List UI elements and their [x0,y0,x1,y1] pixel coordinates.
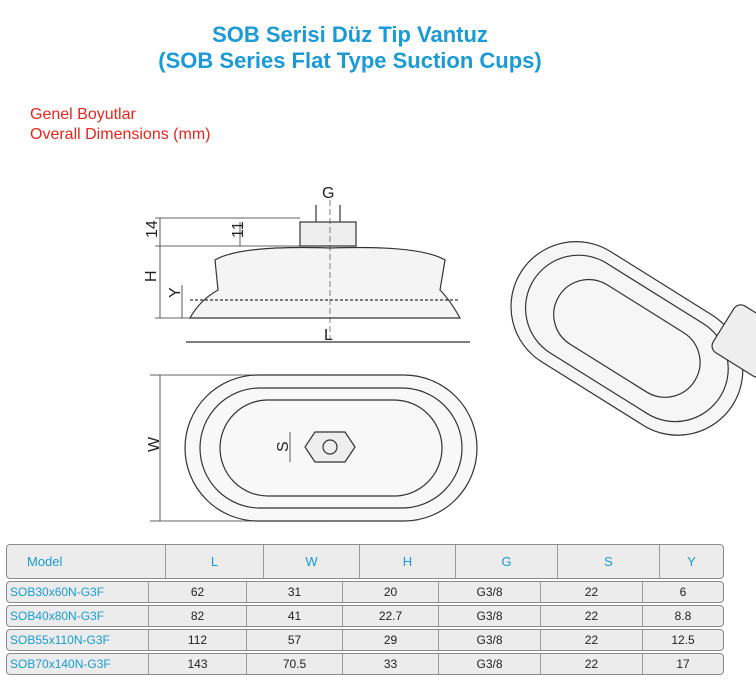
cell-W: 70.5 [247,654,343,674]
cell-S: 22 [541,582,643,602]
cell-W: 31 [247,582,343,602]
label-11: 11 [230,221,247,238]
title-turkish: SOB Serisi Düz Tip Vantuz [212,22,488,47]
cell-S: 22 [541,630,643,650]
header-model: Model [7,545,166,578]
cell-Y: 17 [676,657,690,671]
cell-G: G3/8 [439,582,541,602]
technical-drawing: G 14 11 H Y L W S [143,185,756,522]
cell-L: 143 [149,654,247,674]
cell-L: 82 [149,606,247,626]
cell-G: G3/8 [439,654,541,674]
cell-model: SOB30x60N-G3F [7,582,149,602]
cell-H: 29 [343,630,439,650]
table-header: Model L W H G S Y [6,544,724,579]
label-Y: Y [167,287,184,298]
table-row: SOB30x60N-G3F 62 31 20 G3/8 22 6 [6,581,724,603]
label-14: 14 [144,220,161,238]
top-view [150,374,478,522]
cell-model: SOB55x110N-G3F [7,630,149,650]
cell-model: SOB40x80N-G3F [7,606,149,626]
cell-H: 33 [343,654,439,674]
dimensions-table: Model L W H G S Y SOB30x60N-G3F 62 31 20… [6,544,724,677]
cell-G: G3/8 [439,630,541,650]
header-Y: Y [687,554,696,569]
cell-G: G3/8 [439,606,541,626]
cell-L: 62 [149,582,247,602]
label-H: H [143,270,160,282]
side-view [155,200,470,343]
cell-S: 22 [541,606,643,626]
cell-S: 22 [541,654,643,674]
label-W: W [146,436,163,452]
cell-L: 112 [149,630,247,650]
cell-Y: 6 [679,585,687,599]
header-S: S [558,545,660,578]
header-G: G [456,545,558,578]
table-row: SOB70x140N-G3F 143 70.5 33 G3/8 22 17 [6,653,724,675]
subtitle-turkish: Genel Boyutlar [30,106,136,123]
cell-W: 41 [247,606,343,626]
subtitle-english: Overall Dimensions (mm) [30,126,211,143]
label-L: L [324,327,333,344]
cell-W: 57 [247,630,343,650]
cell-Y: 12.5 [671,633,695,647]
label-G: G [322,185,334,202]
cell-Y: 8.8 [674,609,692,623]
header-H: H [360,545,456,578]
cell-H: 20 [343,582,439,602]
table-row: SOB40x80N-G3F 82 41 22.7 G3/8 22 8.8 [6,605,724,627]
header-W: W [264,545,360,578]
title-english: (SOB Series Flat Type Suction Cups) [158,48,542,73]
label-S: S [275,441,292,452]
header-L: L [166,545,264,578]
cell-H: 22.7 [343,606,439,626]
isometric-view [510,241,756,436]
cell-model: SOB70x140N-G3F [7,654,149,674]
table-row: SOB55x110N-G3F 112 57 29 G3/8 22 12.5 [6,629,724,651]
